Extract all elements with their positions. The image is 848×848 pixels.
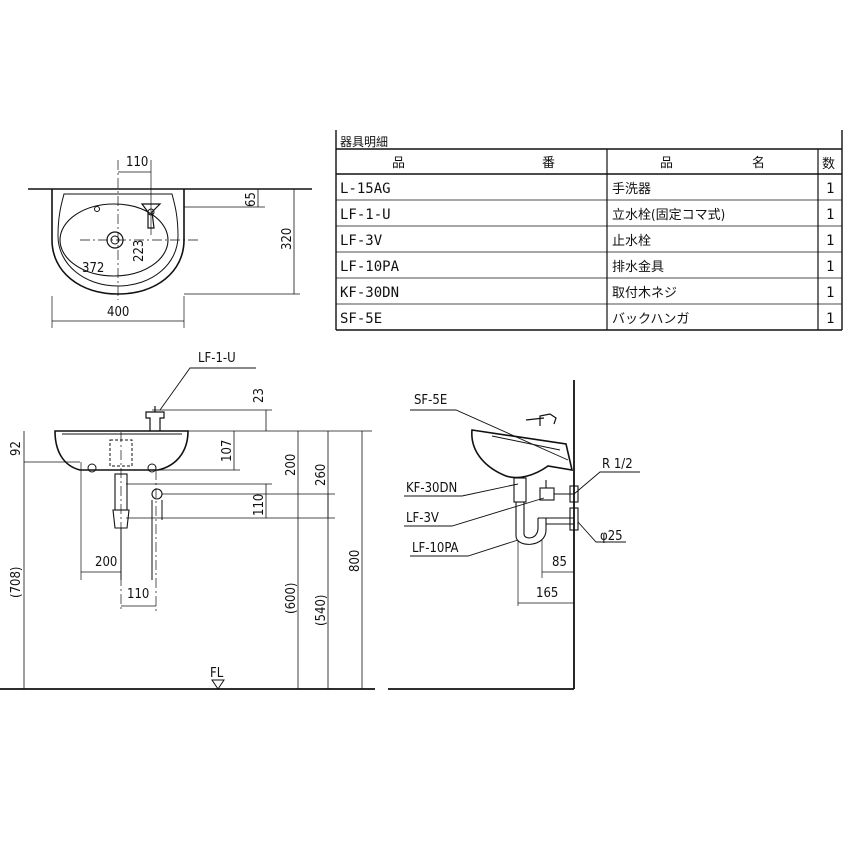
faucet-icon xyxy=(145,406,165,431)
drain-trap xyxy=(513,477,579,545)
row-name: バックハンガ xyxy=(612,312,689,327)
dim-label: 800 xyxy=(348,550,363,572)
floor-marker-icon xyxy=(211,679,225,690)
row-qty: 1 xyxy=(826,181,834,197)
dim-label: 65 xyxy=(244,192,259,207)
supply-valve xyxy=(151,488,163,580)
header-name-b: 名 xyxy=(752,155,765,171)
dim-label: 110 xyxy=(252,494,267,516)
dim-label: 110 xyxy=(127,587,149,602)
thread-label: R 1/2 xyxy=(602,457,633,472)
dim-label: 223 xyxy=(132,240,147,262)
side-view: SF-5E KF-30DN LF-3V LF-10PA R 1/2 φ25 85… xyxy=(388,380,640,690)
row-qty: 1 xyxy=(826,259,834,275)
diameter-label: φ25 xyxy=(600,529,623,544)
basin-front xyxy=(54,430,189,471)
dim-label: 400 xyxy=(107,305,129,320)
row-qty: 1 xyxy=(826,311,834,327)
dim-label: 372 xyxy=(82,261,104,276)
header-qty: 数 xyxy=(822,157,835,172)
row-qty: 1 xyxy=(826,233,834,249)
row-code: KF-30DN xyxy=(340,285,399,301)
dim-label: (708) xyxy=(9,567,24,598)
dim-label: 165 xyxy=(536,586,558,601)
parts-table: 器具明細 品 番 品 名 数 L-15AG 手洗器 1 LF-1-U 立水栓(固… xyxy=(335,130,843,331)
dim-label: 200 xyxy=(284,454,299,476)
row-name: 手洗器 xyxy=(612,182,651,197)
row-code: LF-3V xyxy=(340,233,383,249)
row-name: 立水栓(固定コマ式) xyxy=(612,208,725,223)
basin-side xyxy=(471,429,574,479)
supply-valve xyxy=(539,480,579,503)
dim-label: 260 xyxy=(314,464,329,486)
dim-label: 107 xyxy=(220,440,235,462)
row-qty: 1 xyxy=(826,207,834,223)
header-code-a: 品 xyxy=(392,156,405,171)
dim-label: 110 xyxy=(126,155,148,170)
screw-label: KF-30DN xyxy=(406,481,457,496)
row-qty: 1 xyxy=(826,285,834,301)
row-code: LF-10PA xyxy=(340,259,400,275)
floor-label: FL xyxy=(210,666,224,681)
faucet-icon xyxy=(525,413,557,426)
row-code: SF-5E xyxy=(340,311,382,327)
row-code: L-15AG xyxy=(340,181,391,197)
row-name: 排水金具 xyxy=(612,259,664,275)
header-code-b: 番 xyxy=(542,156,555,171)
dim-label: (600) xyxy=(284,583,299,614)
plan-view: 110 65 320 400 372 223 xyxy=(28,155,312,328)
faucet-label: LF-1-U xyxy=(198,351,236,366)
dim-label: 23 xyxy=(252,388,267,403)
drain-label: LF-10PA xyxy=(412,541,459,556)
front-view: LF-1-U 23 92 107 xyxy=(0,351,375,690)
bowl-ellipse xyxy=(59,203,169,277)
row-code: LF-1-U xyxy=(340,207,391,223)
parts-table-title: 器具明細 xyxy=(340,135,388,149)
dim-label: 320 xyxy=(280,228,295,250)
basin-bowl xyxy=(57,193,179,287)
row-name: 取付木ネジ xyxy=(612,286,677,301)
dim-label: (540) xyxy=(314,595,329,626)
hanger-label: SF-5E xyxy=(414,393,447,408)
header-name-a: 品 xyxy=(660,156,673,171)
dim-label: 85 xyxy=(552,555,567,570)
valve-label: LF-3V xyxy=(406,511,439,526)
dim-label: 92 xyxy=(9,441,24,456)
dim-label: 200 xyxy=(95,555,117,570)
row-name: 止水栓 xyxy=(612,234,651,249)
